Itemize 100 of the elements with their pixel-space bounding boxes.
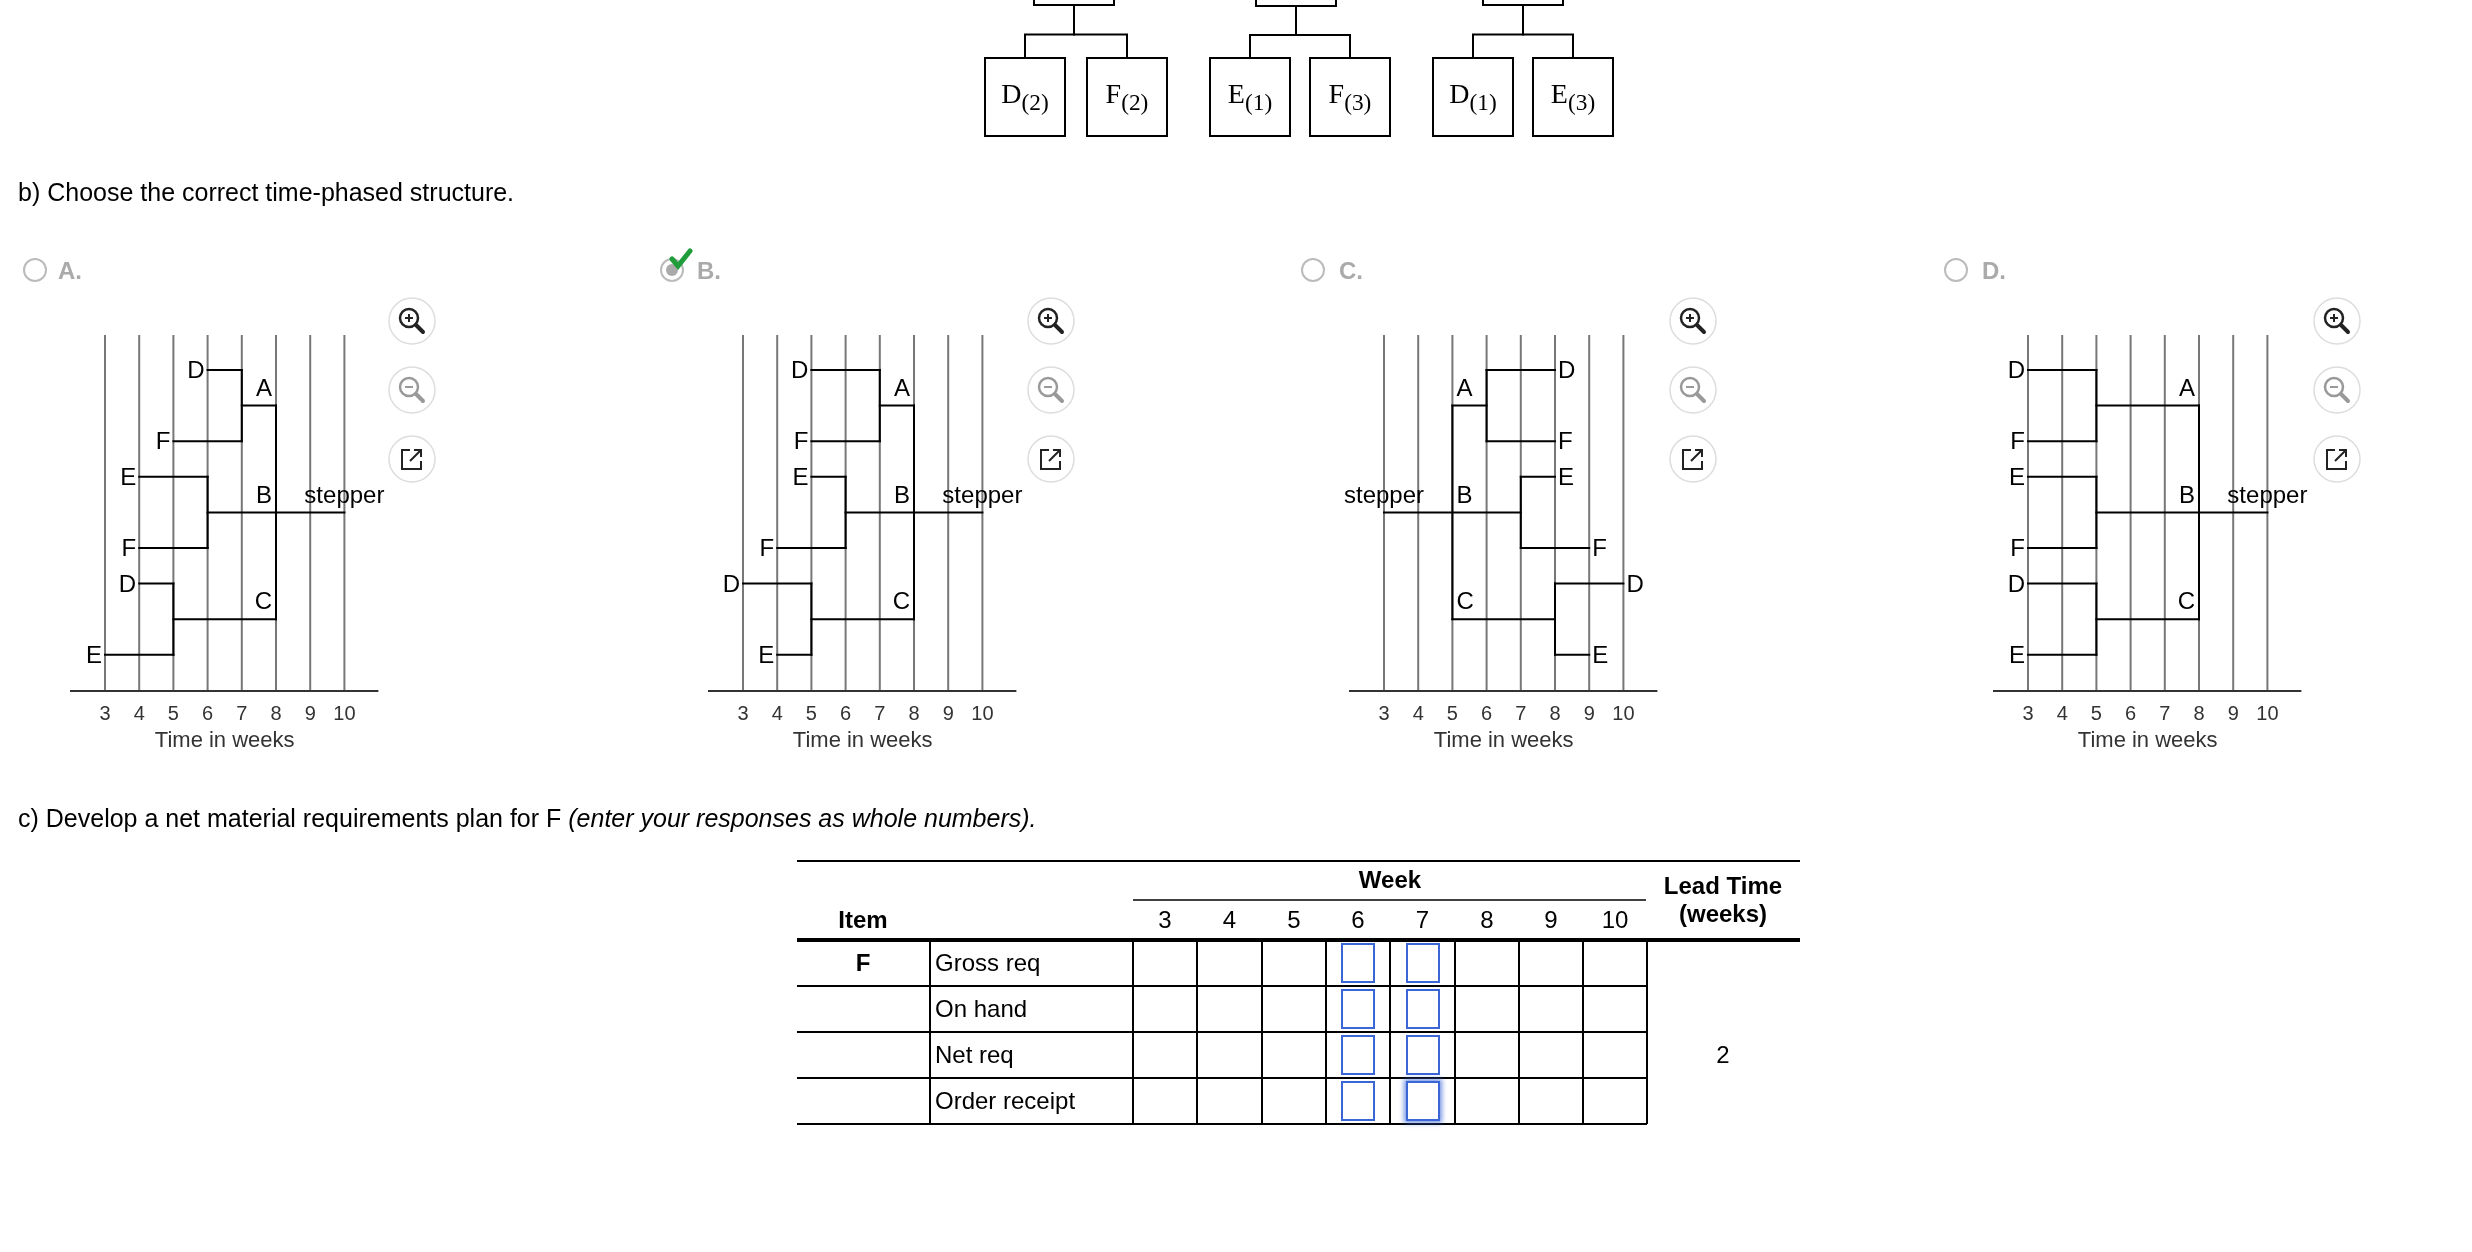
- column-header: Week: [1358, 866, 1422, 894]
- item-label: F: [2010, 534, 2025, 562]
- column-header: 8: [1480, 906, 1494, 934]
- axis-tick-label: 10: [1612, 701, 1635, 725]
- item-label: F: [1558, 427, 1573, 455]
- item-label: E: [1592, 641, 1609, 669]
- item-label: D: [2007, 569, 2025, 598]
- axis-tick-label: 4: [771, 701, 783, 725]
- column-header: Lead Time (weeks): [1662, 872, 1784, 928]
- axis-title: Time in weeks: [154, 727, 295, 753]
- axis-tick-label: 5: [2090, 701, 2102, 725]
- row-header: Net req: [935, 1041, 1014, 1069]
- item-label: D: [2007, 356, 2025, 384]
- item-label: E: [1558, 463, 1574, 491]
- column-header: Item: [838, 906, 888, 934]
- axis-tick-label: 8: [2193, 701, 2205, 725]
- item-label: D: [1626, 569, 1644, 598]
- item-label: E: [792, 463, 809, 491]
- axis-tick-label: 8: [908, 701, 920, 725]
- item-label: A: [1456, 374, 1473, 402]
- connector-line: [1522, 5, 1574, 58]
- question-text: b) Choose the correct time-phased structure.: [18, 177, 515, 207]
- item-label: E: [120, 463, 137, 491]
- item-label: D: [118, 569, 137, 598]
- lead-time-value: 2: [1716, 1041, 1730, 1069]
- option-label: C.: [1339, 257, 1363, 285]
- axis-tick-label: 6: [202, 701, 214, 725]
- part-box: D$_{(1)}$: [1432, 57, 1514, 137]
- axis-tick-label: 6: [840, 701, 852, 725]
- axis-title: Time in weeks: [792, 727, 933, 753]
- axis-tick-label: 5: [805, 701, 817, 725]
- part-box: E$_{(3)}$: [1532, 57, 1614, 137]
- axis-tick-label: 8: [1549, 701, 1561, 725]
- axis-tick-label: 10: [333, 701, 356, 725]
- part-box: F$_{(2)}$: [1086, 57, 1168, 137]
- item-label: B: [256, 480, 272, 509]
- axis-tick-label: 9: [2227, 701, 2239, 725]
- item-label: A: [256, 374, 272, 402]
- item-label: E: [758, 641, 775, 669]
- axis-title: Time in weeks: [2077, 727, 2218, 753]
- question-text: c) Develop a net material requirements plan for F (enter your responses as whole numbers).: [18, 803, 1037, 833]
- item-label: stepper: [304, 480, 385, 509]
- option-label: D.: [1982, 257, 2006, 285]
- item-label: C: [1456, 587, 1474, 616]
- item-label: C: [892, 587, 910, 616]
- axis-tick-label: 8: [270, 701, 282, 725]
- axis-tick-label: 3: [1378, 701, 1390, 725]
- item-label: stepper: [942, 480, 1023, 509]
- item-label: stepper: [2227, 480, 2308, 509]
- item-label: D: [722, 569, 740, 598]
- item-label: F: [759, 534, 775, 562]
- column-header: 10: [1601, 906, 1629, 934]
- axis-tick-label: 4: [133, 701, 145, 725]
- item-label: E: [86, 641, 102, 669]
- column-header: 7: [1415, 906, 1430, 934]
- axis-tick-label: 6: [2125, 701, 2137, 725]
- axis-tick-label: 7: [236, 701, 248, 725]
- item-label: D: [1558, 356, 1576, 384]
- item-label: A: [894, 374, 910, 402]
- item-label: A: [2179, 374, 2195, 402]
- axis-tick-label: 7: [1515, 701, 1527, 725]
- axis-tick-label: 9: [304, 701, 316, 725]
- item-label: B: [1456, 480, 1473, 509]
- column-header: 4: [1222, 906, 1237, 934]
- item-label: B: [2179, 480, 2195, 509]
- item-label: F: [2010, 427, 2025, 455]
- item-label: D: [187, 356, 205, 384]
- row-header: Order receipt: [935, 1087, 1076, 1115]
- column-header: 9: [1544, 906, 1558, 934]
- column-header: 5: [1287, 906, 1301, 934]
- part-box: D$_{(2)}$: [984, 57, 1066, 137]
- item-label: F: [793, 427, 809, 455]
- connector-line: [1295, 6, 1351, 58]
- axis-tick-label: 4: [2056, 701, 2068, 725]
- option-label: A.: [58, 257, 82, 285]
- connector-line: [1073, 5, 1128, 58]
- axis-tick-label: 4: [1412, 701, 1424, 725]
- column-header: 6: [1351, 906, 1365, 934]
- column-header: 3: [1158, 906, 1172, 934]
- axis-tick-label: 7: [874, 701, 886, 725]
- axis-tick-label: 7: [2159, 701, 2171, 725]
- axis-tick-label: 3: [99, 701, 111, 725]
- axis-tick-label: 3: [2022, 701, 2034, 725]
- item-label: F: [155, 427, 171, 455]
- item-label: D: [791, 356, 809, 384]
- axis-title: Time in weeks: [1433, 727, 1574, 753]
- axis-tick-label: 6: [1481, 701, 1493, 725]
- row-header: On hand: [935, 995, 1028, 1023]
- option-label: B.: [697, 257, 721, 285]
- item-label: F: [121, 534, 137, 562]
- axis-tick-label: 10: [2256, 701, 2279, 725]
- item-label: C: [254, 587, 272, 616]
- axis-tick-label: 3: [737, 701, 749, 725]
- item-label: B: [894, 480, 910, 509]
- item-label: E: [2009, 641, 2025, 669]
- item-label: E: [2009, 463, 2025, 491]
- part-box: F$_{(3)}$: [1309, 57, 1391, 137]
- item-label: F: [1592, 534, 1607, 562]
- item-label: stepper: [1343, 480, 1425, 509]
- axis-tick-label: 5: [167, 701, 179, 725]
